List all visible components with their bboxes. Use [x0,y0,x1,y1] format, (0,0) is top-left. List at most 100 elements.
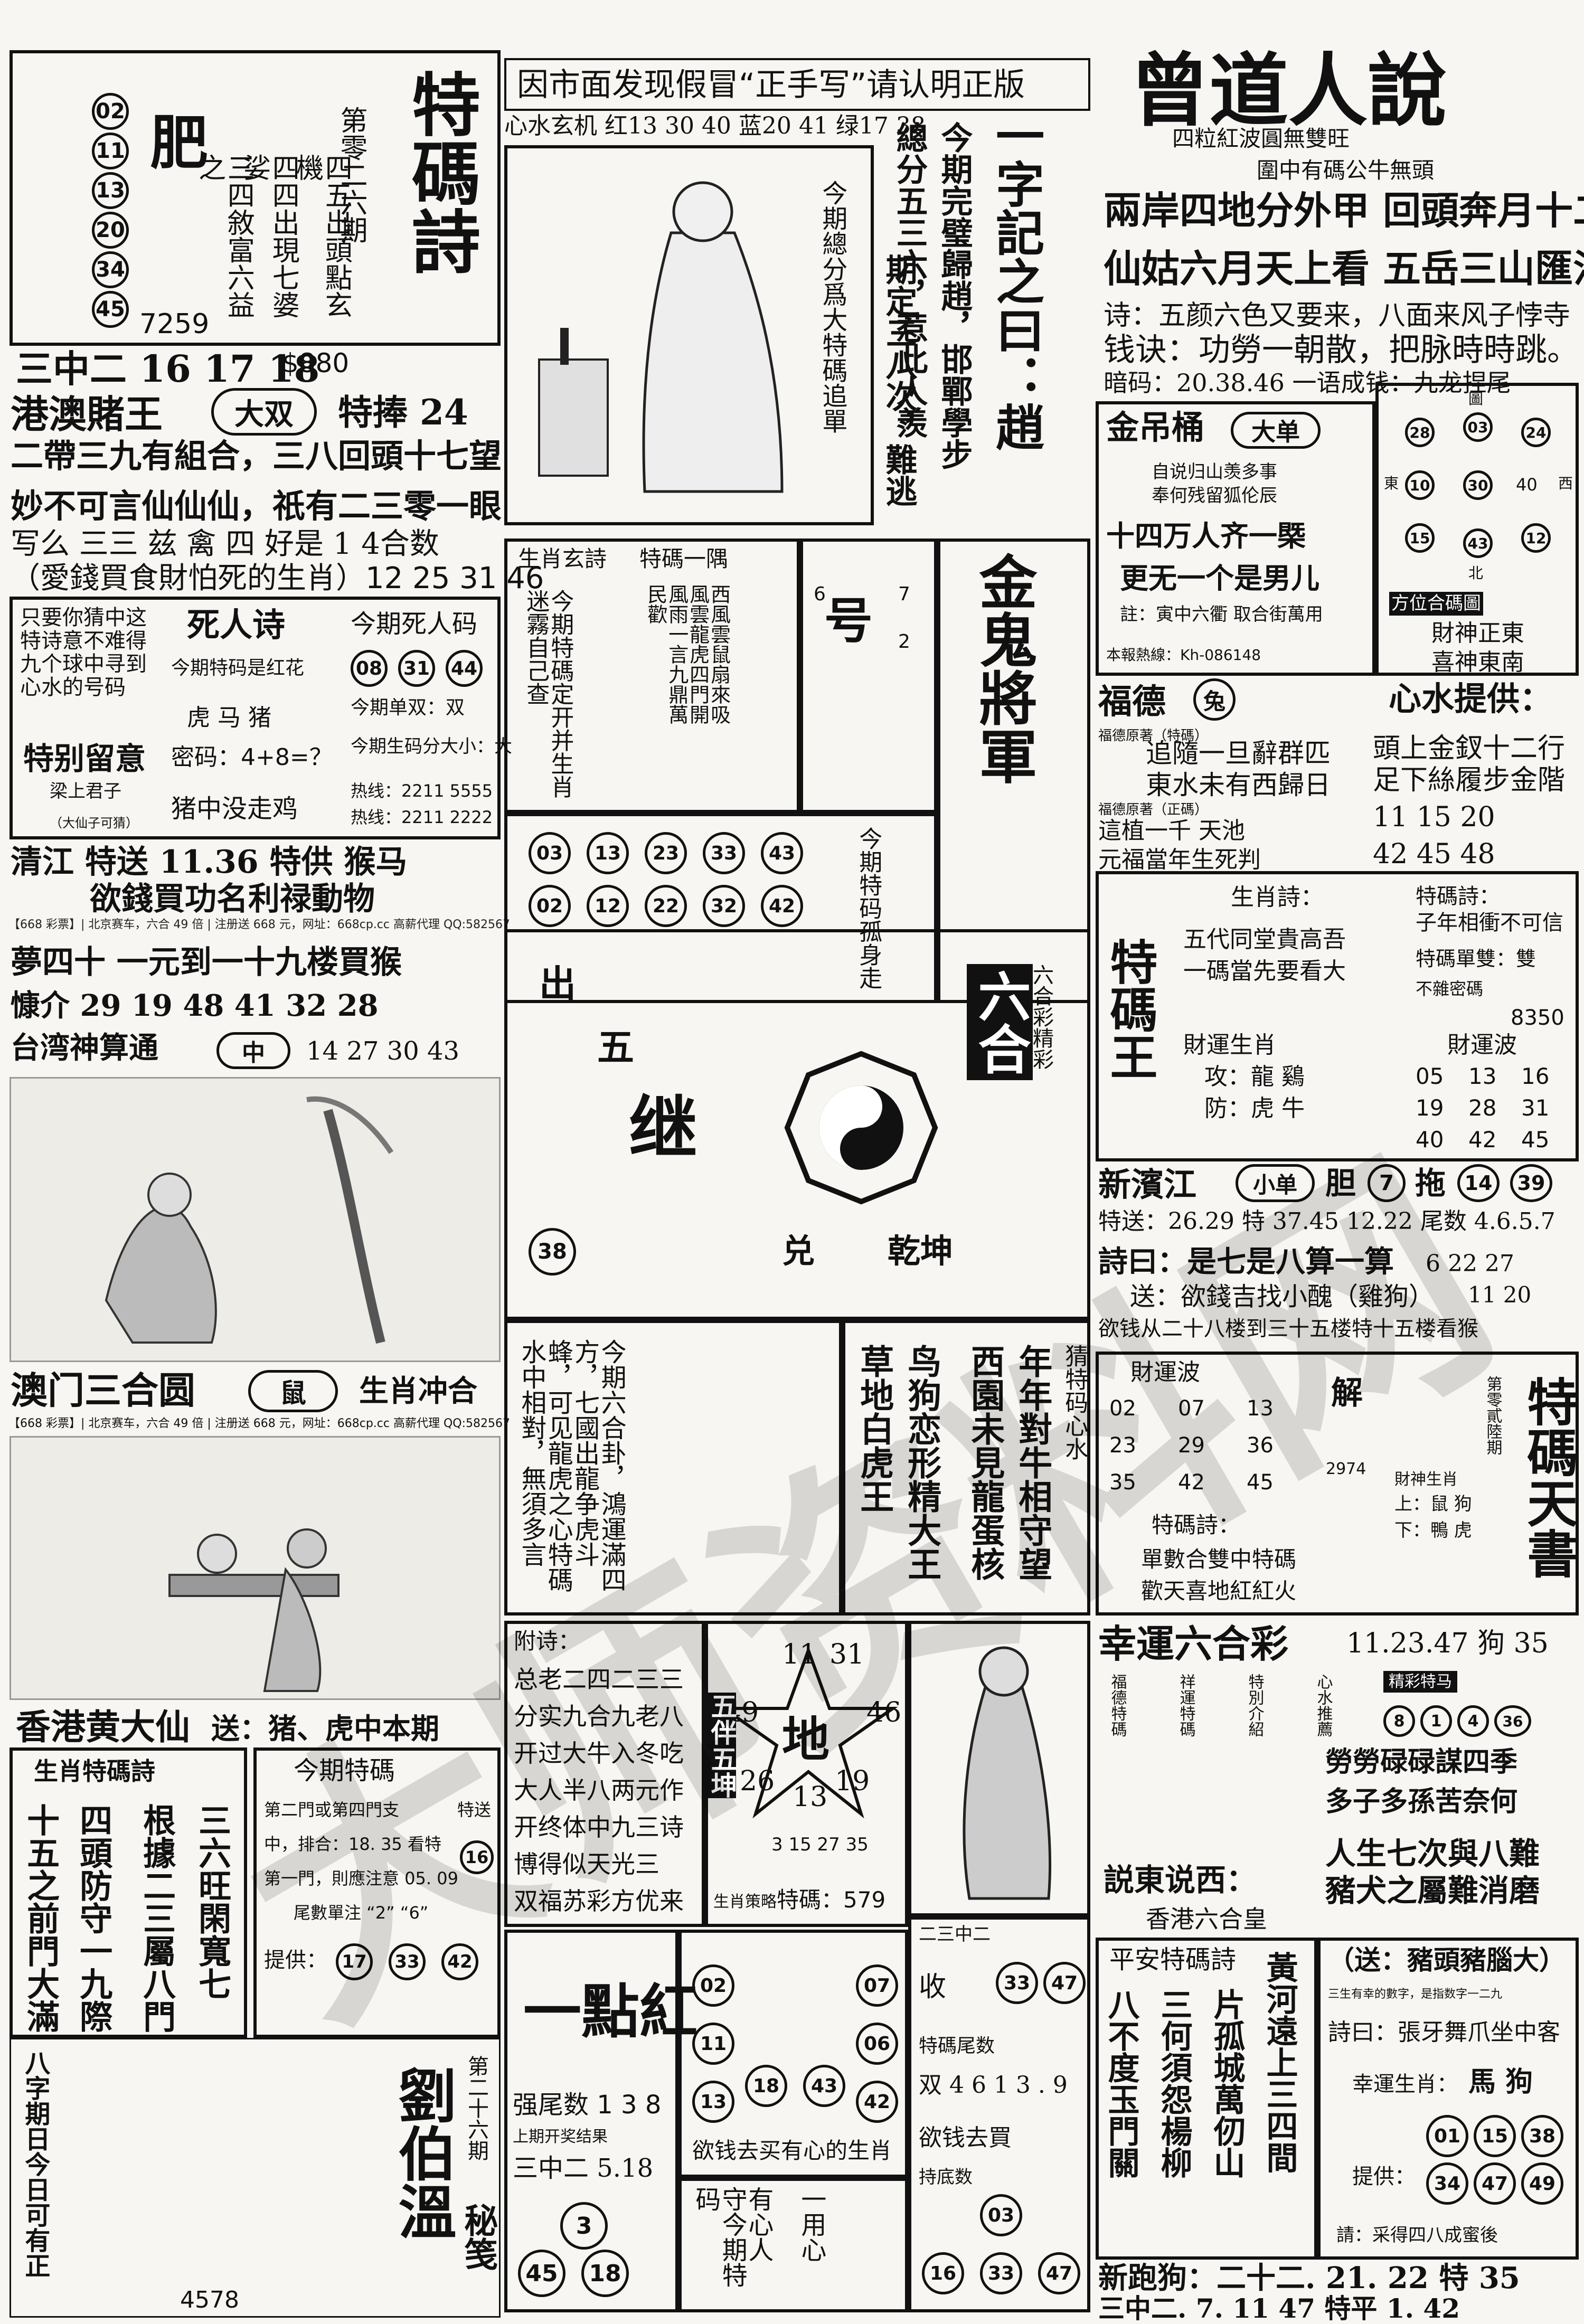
sx-poem-1: 五代同堂貴高吾 [1183,926,1346,953]
shi-yue: 詩曰：張牙舞爪坐中客 [1328,2019,1560,2046]
poem-line-1: 四五出頭點玄機 [291,154,352,318]
top-banner-box: 因市面发现假冒“正手写”请认明正版 [504,58,1090,111]
qingjiang-line-3: 夢四十 一元到一十九楼買猴 [11,944,402,981]
star-num: 46 [866,1697,902,1728]
hk-center: 中，排合：18. 35 看特 [264,1834,441,1854]
xing-yun: 幸運生肖： [1352,2072,1458,2096]
golden-main-2: 更无一个是男儿 [1120,562,1319,595]
xin-bin-want: 欲钱从二十八楼到三十五楼特十五楼看猴 [1098,1317,1478,1341]
last-nums: 三中二 5.18 [513,2153,654,2183]
fude-badge: 兔 [1193,678,1236,721]
taiwan-title: 台湾神算通 [11,1031,158,1065]
tail-nums: 双 4 6 1 3 . 9 [919,2072,1068,2099]
fude-l5: 元福當年生死判 [1098,846,1261,873]
grid-num: 23 [645,832,687,874]
ghost-general-title: 金鬼將軍 [969,552,1037,785]
grid-num: 43 [761,832,803,874]
grid-num: 02 [529,885,571,927]
ti-ball: 38 [1521,2115,1563,2157]
death-poem-panel: 只要你猜中这特诗意不难得九个球中寻到心水的号码 死人诗 今期死人码 08 31 … [10,597,512,839]
fude-r1: 頭上金釵十二行 [1373,733,1566,764]
ring-num: 07 [856,1964,898,2007]
xia: 下：鴨 虎 [1394,1520,1472,1541]
hao-panel: 号 6 7 2 [800,539,937,813]
jie-label: 解 [1331,1375,1363,1412]
luck-ball: 36 [1494,1705,1531,1737]
number-ball: 11 [92,133,129,169]
ping-col: 八不度玉門關 [1102,1988,1139,2178]
hk-men: 第一門，則應注意 05. 09 [264,1868,458,1888]
luck-poem-4: 豬犬之屬難消磨 [1325,1873,1540,1909]
yao-label: 乾坤 [888,1232,954,1270]
sx-poem-2: 一碼當先要看大 [1183,958,1346,985]
ping-col: 三何須怨楊柳 [1155,1988,1192,2178]
compass-panel: 圖 東 西 北 28 03 24 10 30 40 12 15 43 方位合碼圖… [1375,383,1579,676]
mid-num: 38 [529,1228,576,1276]
hk-odd: 尾數單注 “2” “6” [294,1903,429,1923]
right-line-4: 钱诀：功勞一朝散，把脉時時跳。 [1104,332,1579,369]
xin-bin-shi-nums-2: 11 20 [1468,1282,1532,1308]
hao-num: 6 [814,583,826,605]
code: 8350 [1511,1006,1564,1030]
macau-title: 澳门三合圆 [11,1368,195,1412]
defend: 防：虎 牛 [1204,1095,1305,1122]
tie-num: 47 [1043,1962,1086,2004]
golden-slogan-1: 自说归山羡多事 [1152,461,1277,483]
xin-pao: 新跑狗：二十二. 21. 22 特 35 [1098,2261,1520,2295]
ji-gui: 继 [629,1088,698,1168]
shuo-dong: 説東说西： [1104,1862,1257,1898]
fu-poem-line: 开终体中九三诗 [514,1813,684,1841]
ti-ball: 01 [1426,2115,1468,2157]
cai-bo-2: 45 [1247,1470,1274,1495]
te-yi-body: 西風雲鼠扇來吸風雲龍虎四門開風雨一言九鼎萬民歡 [644,584,731,724]
tuo-label: 拖 [1415,1165,1446,1201]
luck-ball: 4 [1457,1705,1489,1737]
death-left-text: 只要你猜中这特诗意不难得九个球中寻到心水的号码 [20,606,147,700]
hk-send: 送：猪、虎中本期 [211,1712,439,1745]
taiwan-nums: 14 27 30 43 [306,1036,460,1066]
luck-ball: 8 [1383,1705,1415,1737]
right-line-3: 诗：五颜六色又要来，八面来风子悖寺 [1104,300,1571,332]
di-label: 地 [782,1712,829,1768]
cai-bo-2: 23 [1109,1433,1136,1458]
death-num: 31 [398,650,435,687]
cai-bo-2-title: 財運波 [1130,1359,1200,1386]
dan-num: 7 [1368,1164,1406,1202]
luck-title: 幸運六合彩 [1098,1622,1289,1666]
west-line: 西園未見龍蛋核 [965,1344,1005,1581]
san-zhong: 三中二. 7. 11 47 特平 1. 42 [1098,2293,1460,2324]
center-poem-left: 期定三八次，難逃 [880,253,917,507]
compass-num: 10 [1405,470,1435,500]
liu-sub: 秘笺 [458,2203,498,2271]
ring-num: 13 [692,2081,734,2123]
star-panel: 地 11 31 49 46 19 26 13 3 15 27 35 特碼：579… [705,1621,908,1927]
wealth-buy: 欲钱去买有心的生肖 [692,2138,892,2164]
compass-num: 24 [1521,418,1551,447]
qingjiang-line-4: 慷介 29 19 48 41 32 28 [11,988,379,1023]
liu-panel: 八字期日今日可有正 劉伯溫 第二十六期 秘笺 4578 [10,2038,501,2318]
liuhe-label: 六合 [967,964,1033,1080]
death-subtitle: 今期死人码 [351,609,478,639]
dan-num: 14 [1457,1164,1500,1202]
special-val: 特碼：579 [777,1887,886,1913]
luck-sub: 精彩特马 [1383,1671,1457,1693]
song-sub: 三生有幸的數字，是指数字一二九 [1328,1988,1503,2001]
ghost-door-panel [908,1621,1090,1916]
death-animals: 虎 马 猪 [187,704,271,731]
fude-sub: 福德原著（特碼） [1098,728,1209,744]
hao-num: 7 [898,583,910,605]
hk-tema-panel: 今期特碼 第二門或第四門支 中，排合：18. 35 看特 第一門，則應注意 05… [253,1747,501,2038]
hk-col-4: 三六旺閑寬七 [193,1803,232,2000]
star-icon [719,1646,898,1819]
wu-zha: 五伴五坤 [706,1693,738,1798]
fei-label: 肥 [150,109,208,177]
compass-num: 03 [1463,412,1493,442]
ring-num: 06 [856,2023,898,2065]
xin-bin-shi-2: 送：欲錢吉找小醜（雞狗） [1130,1282,1435,1311]
hk-poem-title: 生肖特碼詩 [34,1757,155,1785]
verse-wanted: 今期六合卦，鴻運滿四方，七國出龍争虎斗蜂，可见龍虎之心特碼水中相對，無須多言 [516,1339,626,1592]
want-buy: 欲钱去買 [919,2124,1012,2151]
qiang-wei: 强尾数 1 3 8 [513,2090,662,2120]
number-ball: 02 [92,93,129,130]
attack: 攻：龍 鷄 [1204,1063,1305,1090]
